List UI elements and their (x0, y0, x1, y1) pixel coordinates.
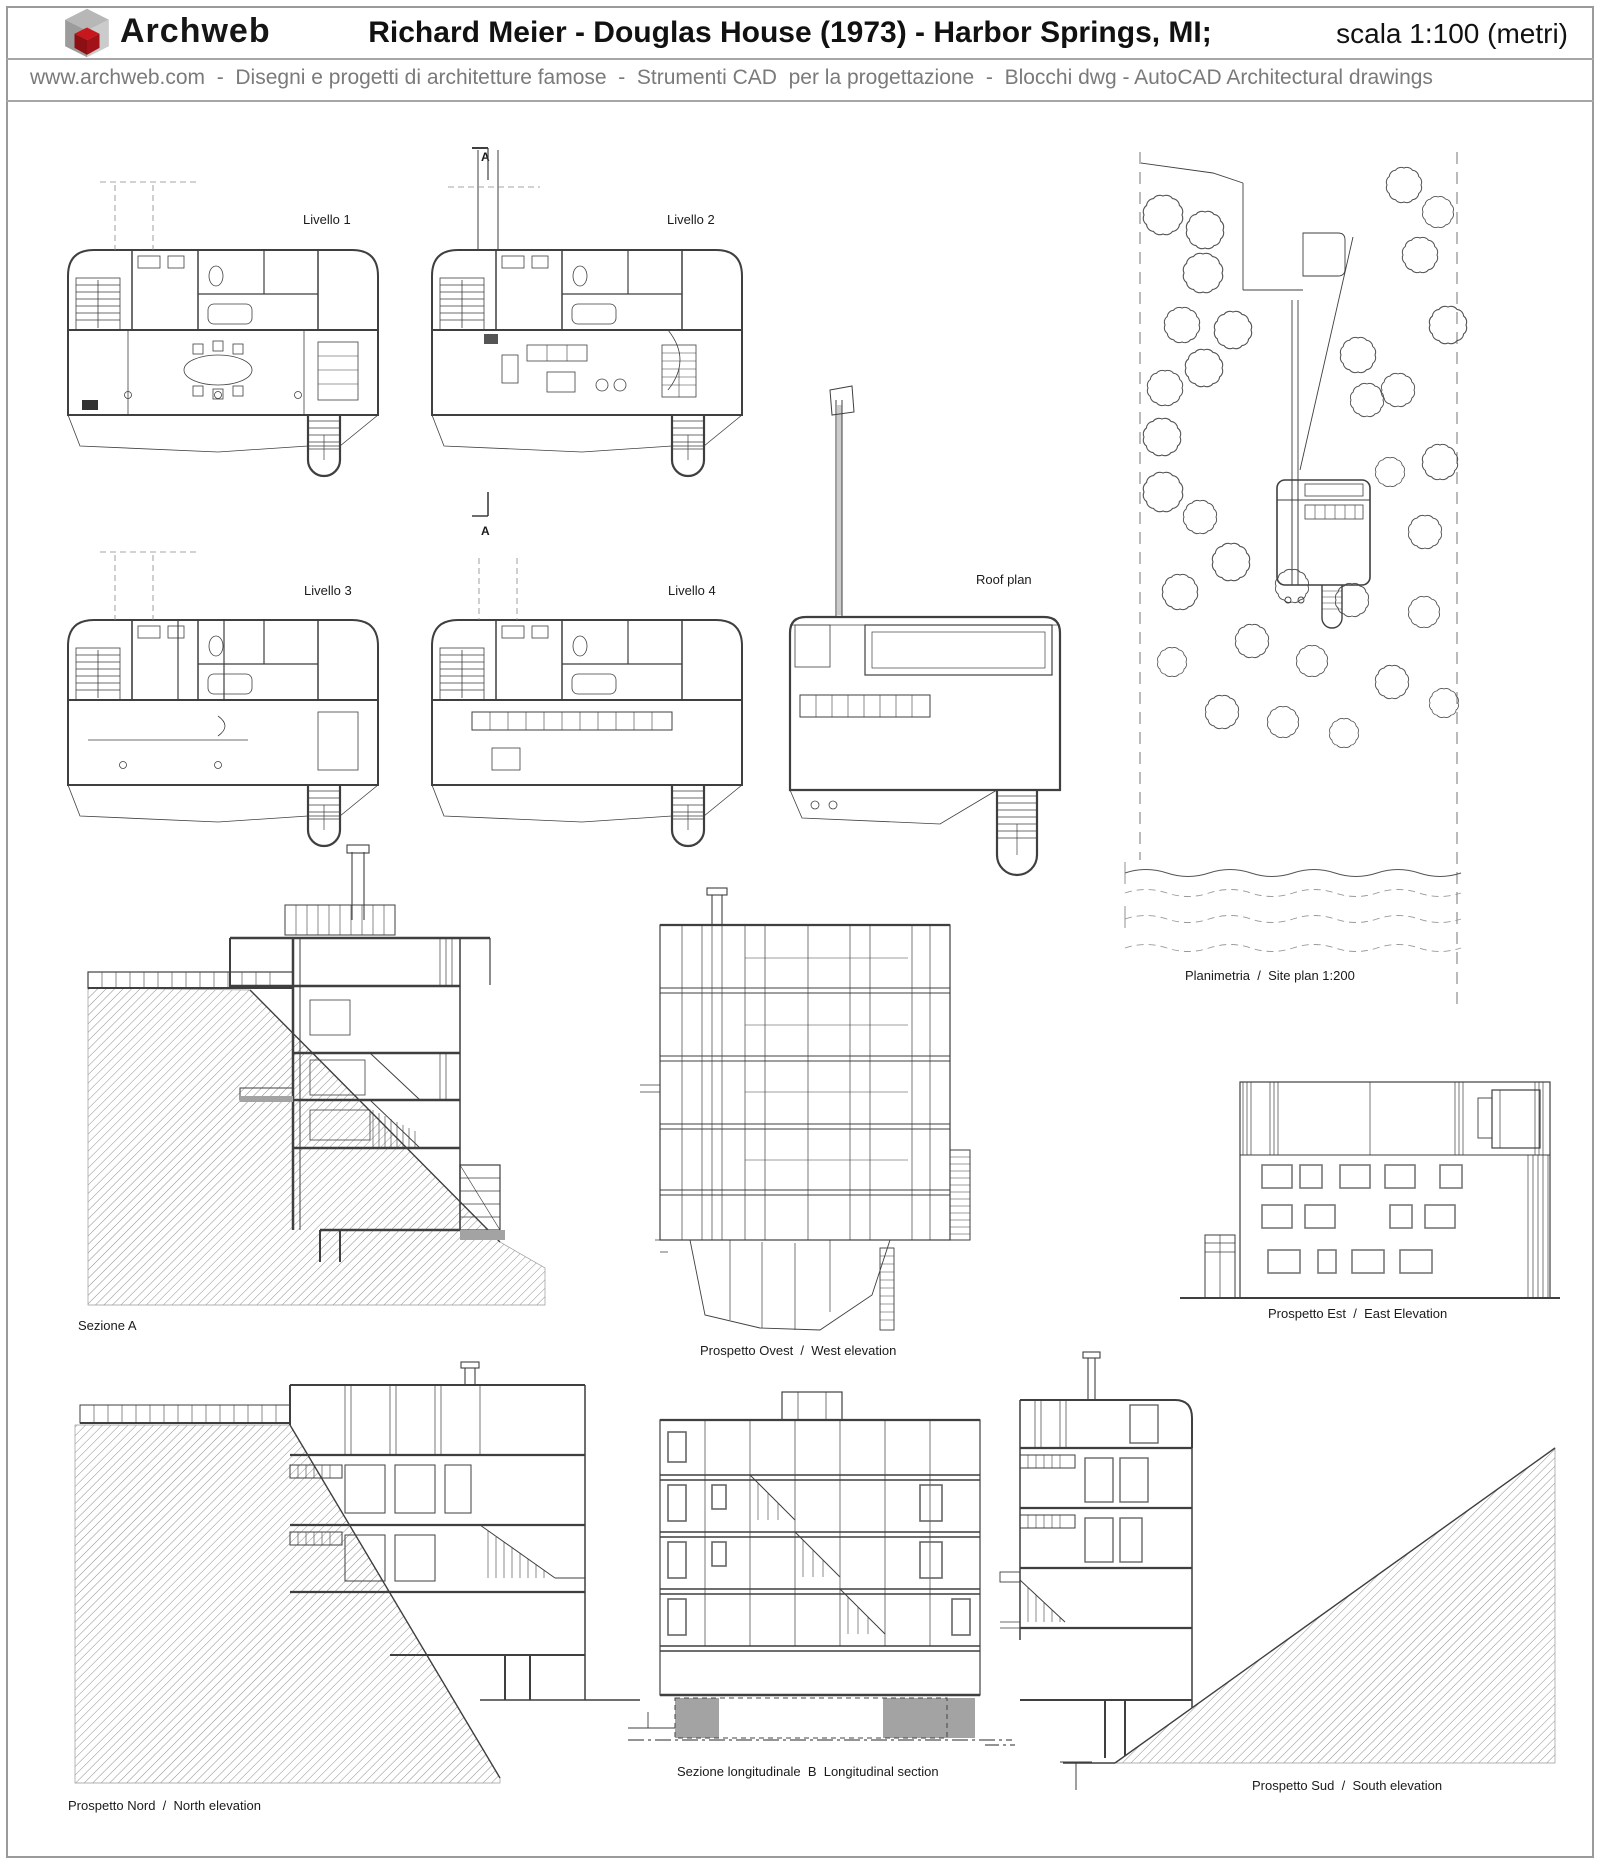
label-south-elevation: Prospetto Sud / South elevation (1252, 1778, 1443, 1793)
scale-note: scala 1:100 (metri) (1336, 18, 1568, 49)
label-north-elevation: Prospetto Nord / North elevation (68, 1798, 261, 1813)
site-plan-waterline (1124, 862, 1462, 952)
label-site-plan: Planimetria / Site plan 1:200 (1185, 968, 1355, 983)
header-divider-bottom (6, 100, 1594, 102)
plan-livello-3 (66, 551, 380, 848)
subtitle-text: www.archweb.com - Disegni e progetti di … (30, 66, 1433, 89)
header-divider-top (6, 58, 1594, 60)
label-roof-plan: Roof plan (976, 572, 1032, 587)
plan-livello-2 (430, 147, 744, 517)
label-sezione-a: Sezione A (78, 1318, 137, 1333)
site-plan (1124, 152, 1468, 1010)
site-plan-trees (1142, 166, 1468, 748)
label-west-elevation: Prospetto Ovest / West elevation (700, 1343, 897, 1358)
label-livello-2: Livello 2 (667, 212, 715, 227)
site-plan-house (1276, 300, 1371, 629)
label-east-elevation: Prospetto Est / East Elevation (1268, 1306, 1448, 1321)
section-a (87, 844, 546, 1306)
longitudinal-section (628, 1391, 1092, 1790)
east-elevation (1180, 1081, 1560, 1299)
plan-livello-4 (430, 558, 744, 848)
label-livello-3: Livello 3 (304, 583, 352, 598)
west-elevation (640, 887, 971, 1331)
label-livello-1: Livello 1 (303, 212, 351, 227)
brand-title: Archweb (120, 12, 271, 50)
archweb-logo-icon (65, 8, 109, 58)
sheet-border (6, 6, 1594, 1858)
section-marker-a-bottom: A (481, 524, 490, 538)
north-elevation (74, 1361, 640, 1784)
plan-livello-1 (66, 181, 380, 478)
label-livello-4: Livello 4 (668, 583, 716, 598)
label-longitudinal-section: Sezione longitudinale B Longitudinal sec… (677, 1764, 939, 1779)
section-marker-a-top: A (481, 150, 490, 164)
south-elevation (985, 1351, 1556, 1764)
page-title: Richard Meier - Douglas House (1973) - H… (368, 16, 1212, 49)
roof-plan (788, 385, 1062, 877)
